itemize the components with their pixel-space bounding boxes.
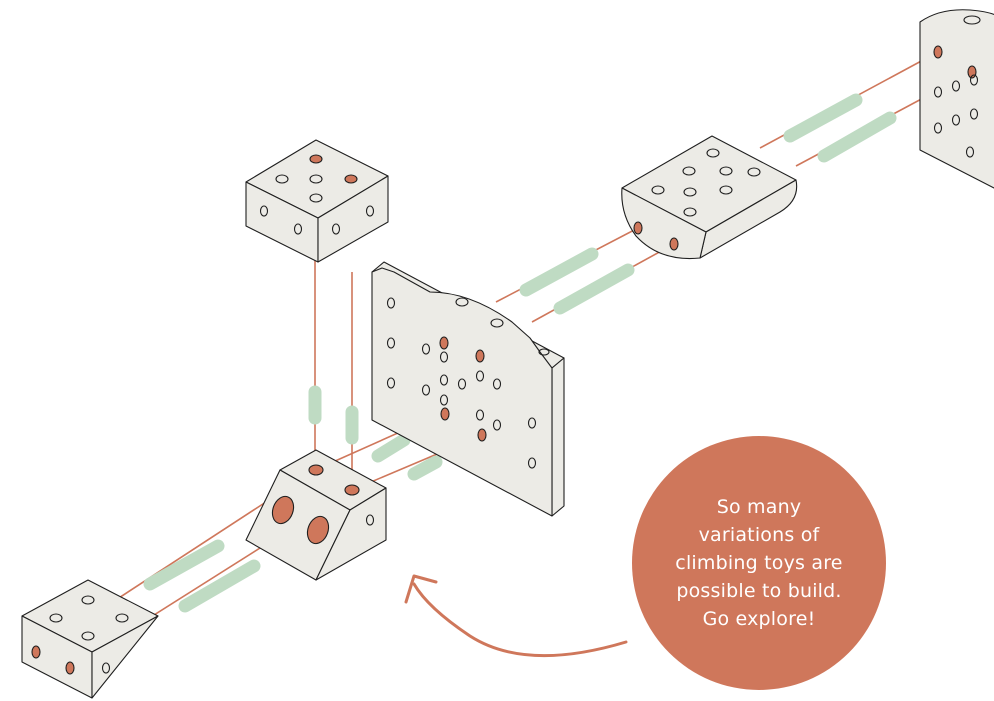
peg-mid-lower xyxy=(407,455,443,481)
callout-text: So many variations of climbing toys are … xyxy=(675,496,843,630)
cube-top xyxy=(245,139,389,263)
peg-vertical-right xyxy=(345,405,359,445)
green-connector-pegs xyxy=(143,93,897,613)
end-panel xyxy=(919,9,994,189)
peg-vertical-left xyxy=(308,385,322,425)
cube-bottom-left xyxy=(21,579,159,699)
peg-mid-upper xyxy=(371,433,411,463)
half-round-block xyxy=(621,135,798,260)
peg-upper-mid-b xyxy=(553,263,635,315)
peg-upper-right-a xyxy=(783,93,863,143)
peg-upper-mid-a xyxy=(519,247,599,297)
peg-left-lower xyxy=(178,559,261,613)
callout-bubble: So many variations of climbing toys are … xyxy=(632,436,886,690)
peg-upper-right-b xyxy=(817,111,897,163)
peg-left-upper xyxy=(143,539,225,591)
curved-arrow xyxy=(404,574,628,658)
panel-large xyxy=(371,261,565,517)
wedge-block-center xyxy=(245,449,387,581)
